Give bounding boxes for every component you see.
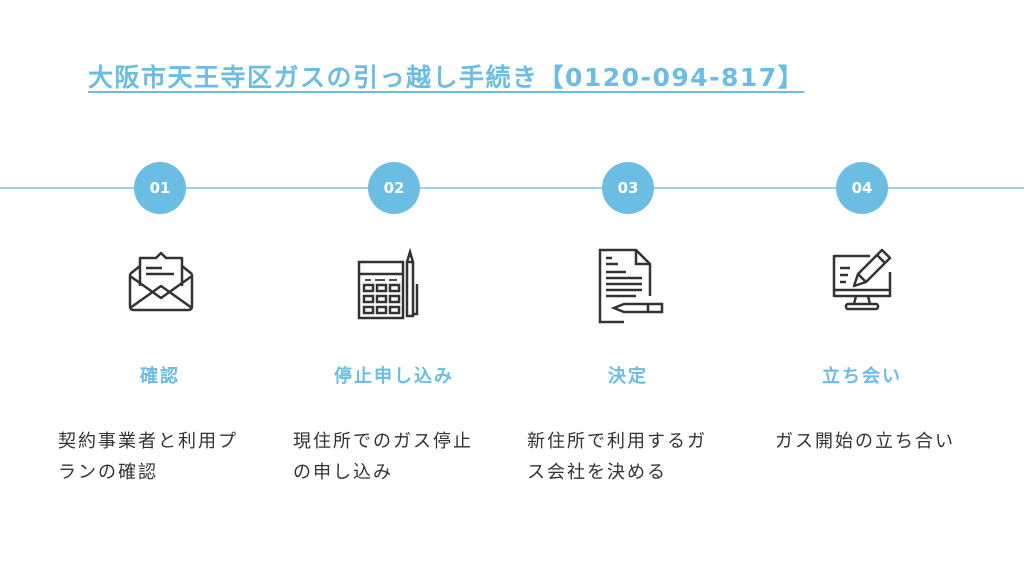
timeline-line (0, 187, 1024, 189)
step-title: 停止申し込み (334, 366, 454, 387)
desc-line: 契約事業者と利用プ (58, 431, 238, 452)
desc-line: ガス開始の立ち合い (775, 431, 955, 452)
desc-line: ス会社を決める (527, 462, 667, 483)
monitor-pencil-icon (832, 248, 892, 311)
calculator-icon (357, 247, 419, 320)
step-description: 契約事業者と利用プ ランの確認 (58, 426, 238, 488)
desc-line: の申し込み (293, 462, 393, 483)
step-description: 現住所でのガス停止 の申し込み (293, 426, 473, 488)
envelope-icon (128, 251, 194, 312)
step-number-badge: 03 (602, 162, 654, 214)
page-title[interactable]: 大阪市天王寺区ガスの引っ越し手続き【0120-094-817】 (88, 63, 805, 92)
desc-line: 新住所で利用するガ (527, 431, 707, 452)
step-title: 確認 (140, 366, 180, 387)
step-description: 新住所で利用するガ ス会社を決める (527, 426, 707, 488)
step-title: 決定 (608, 366, 648, 387)
step-number-badge: 01 (134, 162, 186, 214)
step-number-badge: 02 (368, 162, 420, 214)
step-description: ガス開始の立ち合い (775, 426, 955, 457)
step-title: 立ち会い (822, 366, 902, 387)
desc-line: ランの確認 (58, 462, 158, 483)
document-icon (598, 248, 664, 324)
desc-line: 現住所でのガス停止 (293, 431, 473, 452)
step-number-badge: 04 (836, 162, 888, 214)
